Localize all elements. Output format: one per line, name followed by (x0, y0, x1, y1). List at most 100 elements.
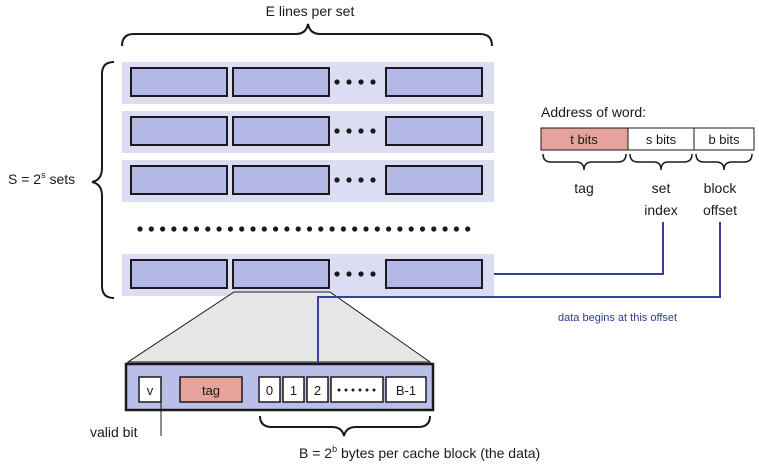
cache-set (122, 62, 494, 104)
set-ellipsis-dot (374, 226, 380, 232)
set-ellipsis-dot (386, 226, 392, 232)
byte-ellipsis-dot (372, 388, 376, 392)
line-ellipsis-dot (358, 128, 364, 134)
lines-brace (121, 23, 493, 47)
set-ellipsis-dot (419, 226, 426, 232)
cache-set (122, 254, 494, 296)
set-ellipsis-dot (250, 226, 256, 232)
cache-set (122, 160, 494, 202)
line-ellipsis-dot (334, 271, 340, 277)
set-ellipsis-dot (306, 226, 313, 232)
set-ellipsis-dot (352, 226, 358, 232)
set-ellipsis-dot (340, 226, 346, 232)
line-ellipsis-dot (370, 271, 376, 277)
line-zoom-region (126, 291, 432, 363)
set-ellipsis-dot (227, 226, 233, 232)
cache-line (232, 165, 330, 195)
offset-note: data begins at this offset (558, 312, 677, 324)
set-ellipsis-dot (261, 226, 267, 232)
cache-line (232, 116, 330, 146)
cache-line (232, 259, 330, 289)
set-ellipsis-dot (465, 226, 471, 232)
line-ellipsis-dot (358, 271, 364, 277)
line-ellipsis-dot (346, 79, 352, 85)
set-ellipsis-dot (442, 226, 448, 232)
tag-caption: tag (574, 180, 593, 196)
set-ellipsis-dot (431, 226, 437, 232)
cache-line (385, 259, 483, 289)
set-ellipsis-dot (137, 226, 143, 232)
sets-label: S = 2s sets (8, 170, 75, 187)
set-ellipsis-dot (408, 226, 414, 232)
block-size-label: B = 2b bytes per cache block (the data) (299, 444, 540, 461)
sets-brace (91, 61, 115, 299)
set-ellipsis-dot (273, 226, 279, 232)
tag-box (179, 376, 243, 403)
set-ellipsis-dot (318, 226, 324, 232)
set-ellipsis-dot (284, 226, 290, 232)
line-ellipsis-dot (346, 271, 352, 277)
byte-2 (306, 376, 329, 403)
byte-2-text: 2 (314, 383, 321, 398)
set-brace (629, 153, 693, 171)
byte-ellipsis-dot (344, 388, 348, 392)
set-ellipsis-dot (148, 226, 154, 232)
byte-ellipsis (337, 388, 376, 392)
set-ellipsis-dot (171, 226, 177, 232)
byte-0 (258, 376, 281, 403)
set-ellipsis-dot (160, 226, 166, 232)
line-ellipsis-dot (334, 79, 340, 85)
lines-per-set-label: E lines per set (266, 3, 355, 19)
set-ellipsis-dot (295, 226, 301, 232)
cache-set (122, 111, 494, 153)
address-tag-label: t bits (570, 132, 598, 147)
set-ellipsis-dot (193, 226, 200, 232)
set-caption-line2: index (644, 202, 677, 218)
line-ellipsis-dot (370, 177, 376, 183)
address-offset-label: b bits (708, 132, 740, 147)
cache-line (130, 67, 228, 97)
line-ellipsis-dot (370, 128, 376, 134)
line-ellipsis-dot (334, 177, 340, 183)
valid-bit-box (138, 376, 162, 403)
line-ellipsis-dot (346, 128, 352, 134)
offset-caption-line1: block (704, 180, 738, 196)
byte-ellipsis-dot (337, 388, 341, 392)
address-offset-field (693, 127, 755, 151)
set-ellipsis-dot (397, 226, 403, 232)
offset-caption-line2: offset (703, 202, 737, 218)
set-ellipsis-dot (182, 226, 188, 232)
tag-box-text: tag (202, 383, 220, 398)
offset-brace (695, 153, 753, 171)
line-ellipsis-dot (358, 177, 364, 183)
set-ellipsis-dot (363, 226, 369, 232)
set-ellipsis-dot (239, 226, 245, 232)
byte-1-text: 1 (290, 383, 297, 398)
tag-brace (542, 153, 627, 171)
byte-ellipsis-dot (358, 388, 362, 392)
block-brace (259, 415, 431, 437)
line-ellipsis-dot (334, 128, 340, 134)
set-caption-line1: set (652, 180, 671, 196)
byte-ellipsis-dot (351, 388, 355, 392)
line-ellipsis-dot (346, 177, 352, 183)
line-ellipsis-dot (358, 79, 364, 85)
set-ellipsis-dot (453, 226, 459, 232)
address-title: Address of word: (541, 104, 646, 120)
cache-line (232, 67, 330, 97)
byte-1 (282, 376, 305, 403)
set-index-arrow (494, 222, 664, 275)
cache-sets (122, 62, 494, 296)
address-set-label: s bits (646, 132, 677, 147)
cache-line (130, 165, 228, 195)
byte-last-text: B-1 (396, 383, 416, 398)
cache-line (130, 259, 228, 289)
cache-line (385, 165, 483, 195)
line-ellipsis-dot (370, 79, 376, 85)
valid-bit-label: valid bit (90, 424, 138, 440)
cache-line (130, 116, 228, 146)
cache-line (385, 116, 483, 146)
byte-last (385, 376, 427, 403)
block-offset-arrow (317, 222, 721, 378)
